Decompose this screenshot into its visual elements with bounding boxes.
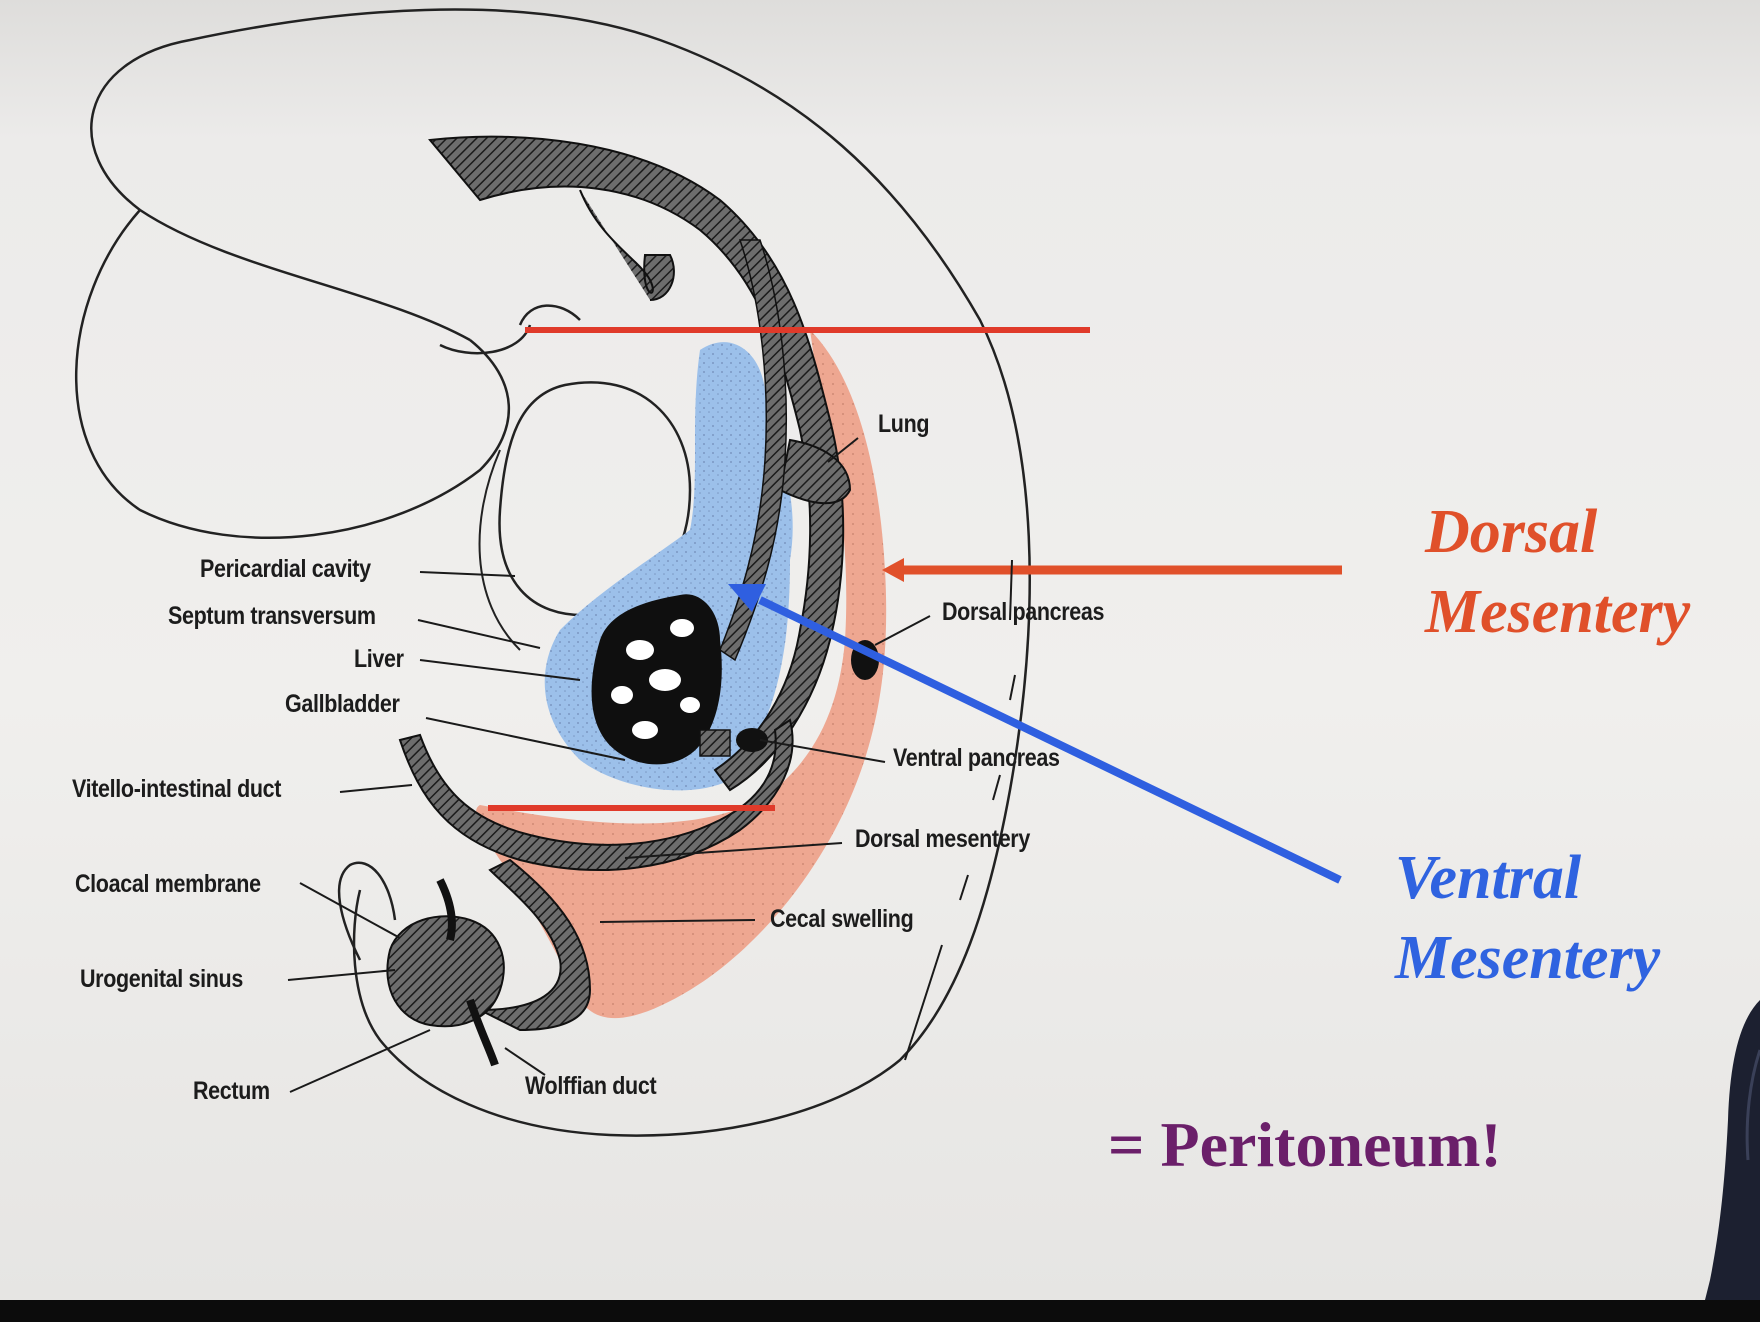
label-pericardial-cavity: Pericardial cavity xyxy=(200,555,371,583)
foregut xyxy=(428,135,845,792)
ventral-callout-line1: Ventral xyxy=(1395,844,1582,912)
label-cloacal-membrane: Cloacal membrane xyxy=(75,870,261,898)
liver-mass xyxy=(591,594,722,765)
dorsal-callout-line2: Mesentery xyxy=(1425,578,1691,646)
label-urogenital-sinus: Urogenital sinus xyxy=(80,965,243,993)
ventral-pancreas-bud xyxy=(736,728,768,752)
midgut-loop xyxy=(398,718,794,871)
ventral-mesentery-arrow xyxy=(758,596,1342,884)
label-cecal-swelling: Cecal swelling xyxy=(770,905,914,933)
ventral-mesentery-callout: Ventral Mesentery xyxy=(1395,838,1660,998)
label-gallbladder: Gallbladder xyxy=(285,690,400,718)
video-bottom-bar xyxy=(0,1300,1760,1322)
label-ventral-pancreas: Ventral pancreas xyxy=(893,744,1060,772)
label-lung: Lung xyxy=(878,410,930,438)
cloaca xyxy=(386,915,505,1028)
label-wolffian-duct: Wolffian duct xyxy=(525,1072,657,1100)
hindgut xyxy=(479,858,592,1032)
label-septum-transversum: Septum transversum xyxy=(168,602,376,630)
presenter-silhouette xyxy=(1705,1000,1760,1300)
label-rectum: Rectum xyxy=(193,1077,270,1105)
label-dorsal-pancreas: Dorsal pancreas xyxy=(942,598,1105,626)
peritoneum-statement: = Peritoneum! xyxy=(1108,1109,1502,1180)
lung-bud xyxy=(778,438,852,505)
embryo-outline xyxy=(90,8,1031,1137)
dorsal-mesentery-callout: Dorsal Mesentery xyxy=(1425,492,1690,652)
label-vitello-intestinal-duct: Vitello-intestinal duct xyxy=(72,775,282,803)
dorsal-callout-line1: Dorsal xyxy=(1425,498,1598,566)
label-dorsal-mesentery: Dorsal mesentery xyxy=(855,825,1030,853)
ventral-callout-line2: Mesentery xyxy=(1395,924,1661,992)
label-liver: Liver xyxy=(354,645,404,673)
